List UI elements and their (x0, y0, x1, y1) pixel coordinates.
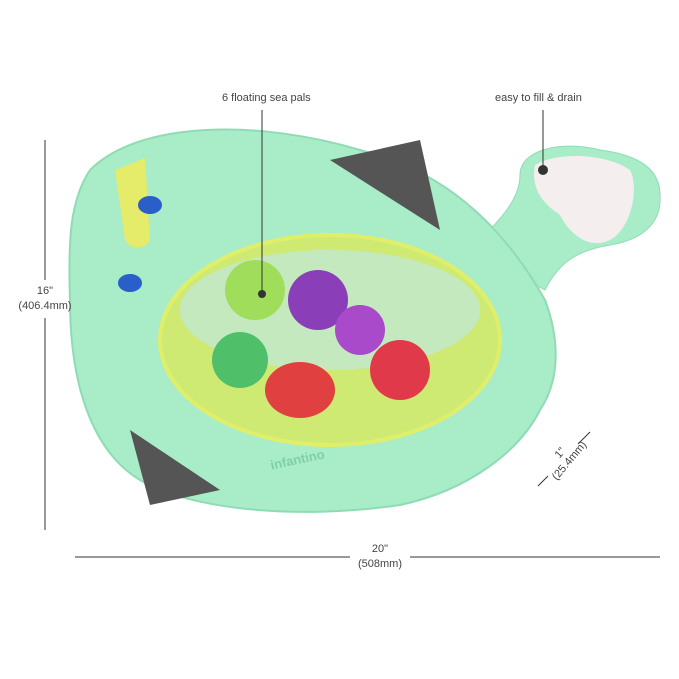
fin-top (330, 140, 440, 230)
sea-pal (225, 260, 285, 320)
fill-cap (534, 155, 634, 244)
height-inches: 16" (36, 285, 54, 297)
sea-pal (212, 332, 268, 388)
eye (138, 196, 162, 214)
width-inches: 20" (371, 543, 389, 555)
callout-fill-drain: easy to fill & drain (495, 92, 582, 104)
sea-pal (335, 305, 385, 355)
eye (118, 274, 142, 292)
sea-pal (370, 340, 430, 400)
sea-pal (288, 270, 348, 330)
horn (115, 158, 150, 248)
width-mm: (508mm) (357, 558, 402, 570)
depth-dimension-line (537, 475, 549, 487)
sea-pal (265, 362, 335, 418)
height-mm: (406.4mm) (18, 300, 72, 312)
fin-bottom (130, 430, 220, 505)
callout-sea-pals: 6 floating sea pals (222, 92, 311, 104)
